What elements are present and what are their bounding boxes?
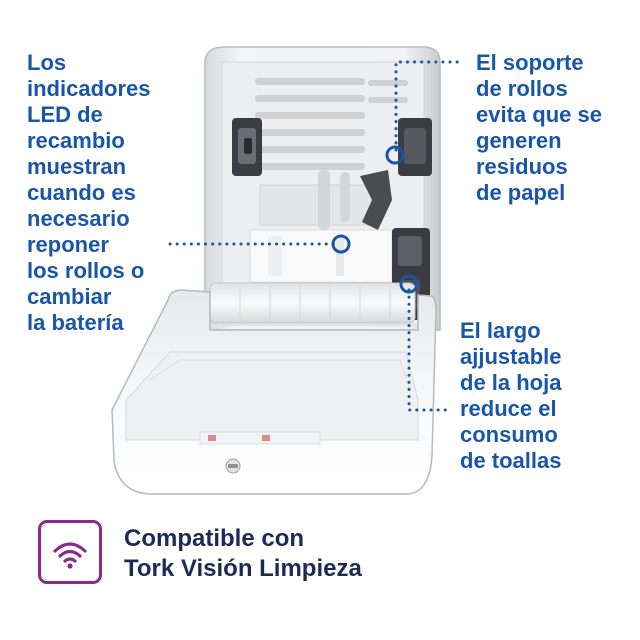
paper-sheet: [249, 229, 393, 283]
holder-marker: [385, 145, 405, 165]
callout-sheet-length: El largo ajjustable de la hoja reduce el…: [460, 318, 562, 473]
dispenser-roller: [209, 282, 416, 324]
right-roll-holder: [360, 118, 432, 230]
callout-leaders: [168, 60, 464, 412]
callout-roll-holder: El soporte de rollos evita que se genere…: [476, 50, 602, 205]
back-grille: [255, 78, 408, 170]
dispenser-image: [111, 46, 464, 495]
length-marker: [399, 274, 419, 294]
led-marker: [331, 234, 351, 254]
wifi-icon: [38, 520, 102, 584]
left-roll-bracket: [232, 118, 262, 176]
compat-line-1: Compatible con: [124, 525, 305, 552]
compat-line-2: Tork Visión Limpieza: [124, 555, 362, 582]
callout-led-indicators: Los indicadores LED de recambio muestran…: [27, 50, 151, 335]
compatibility-label: Compatible con Tork Visión Limpieza: [124, 524, 624, 584]
